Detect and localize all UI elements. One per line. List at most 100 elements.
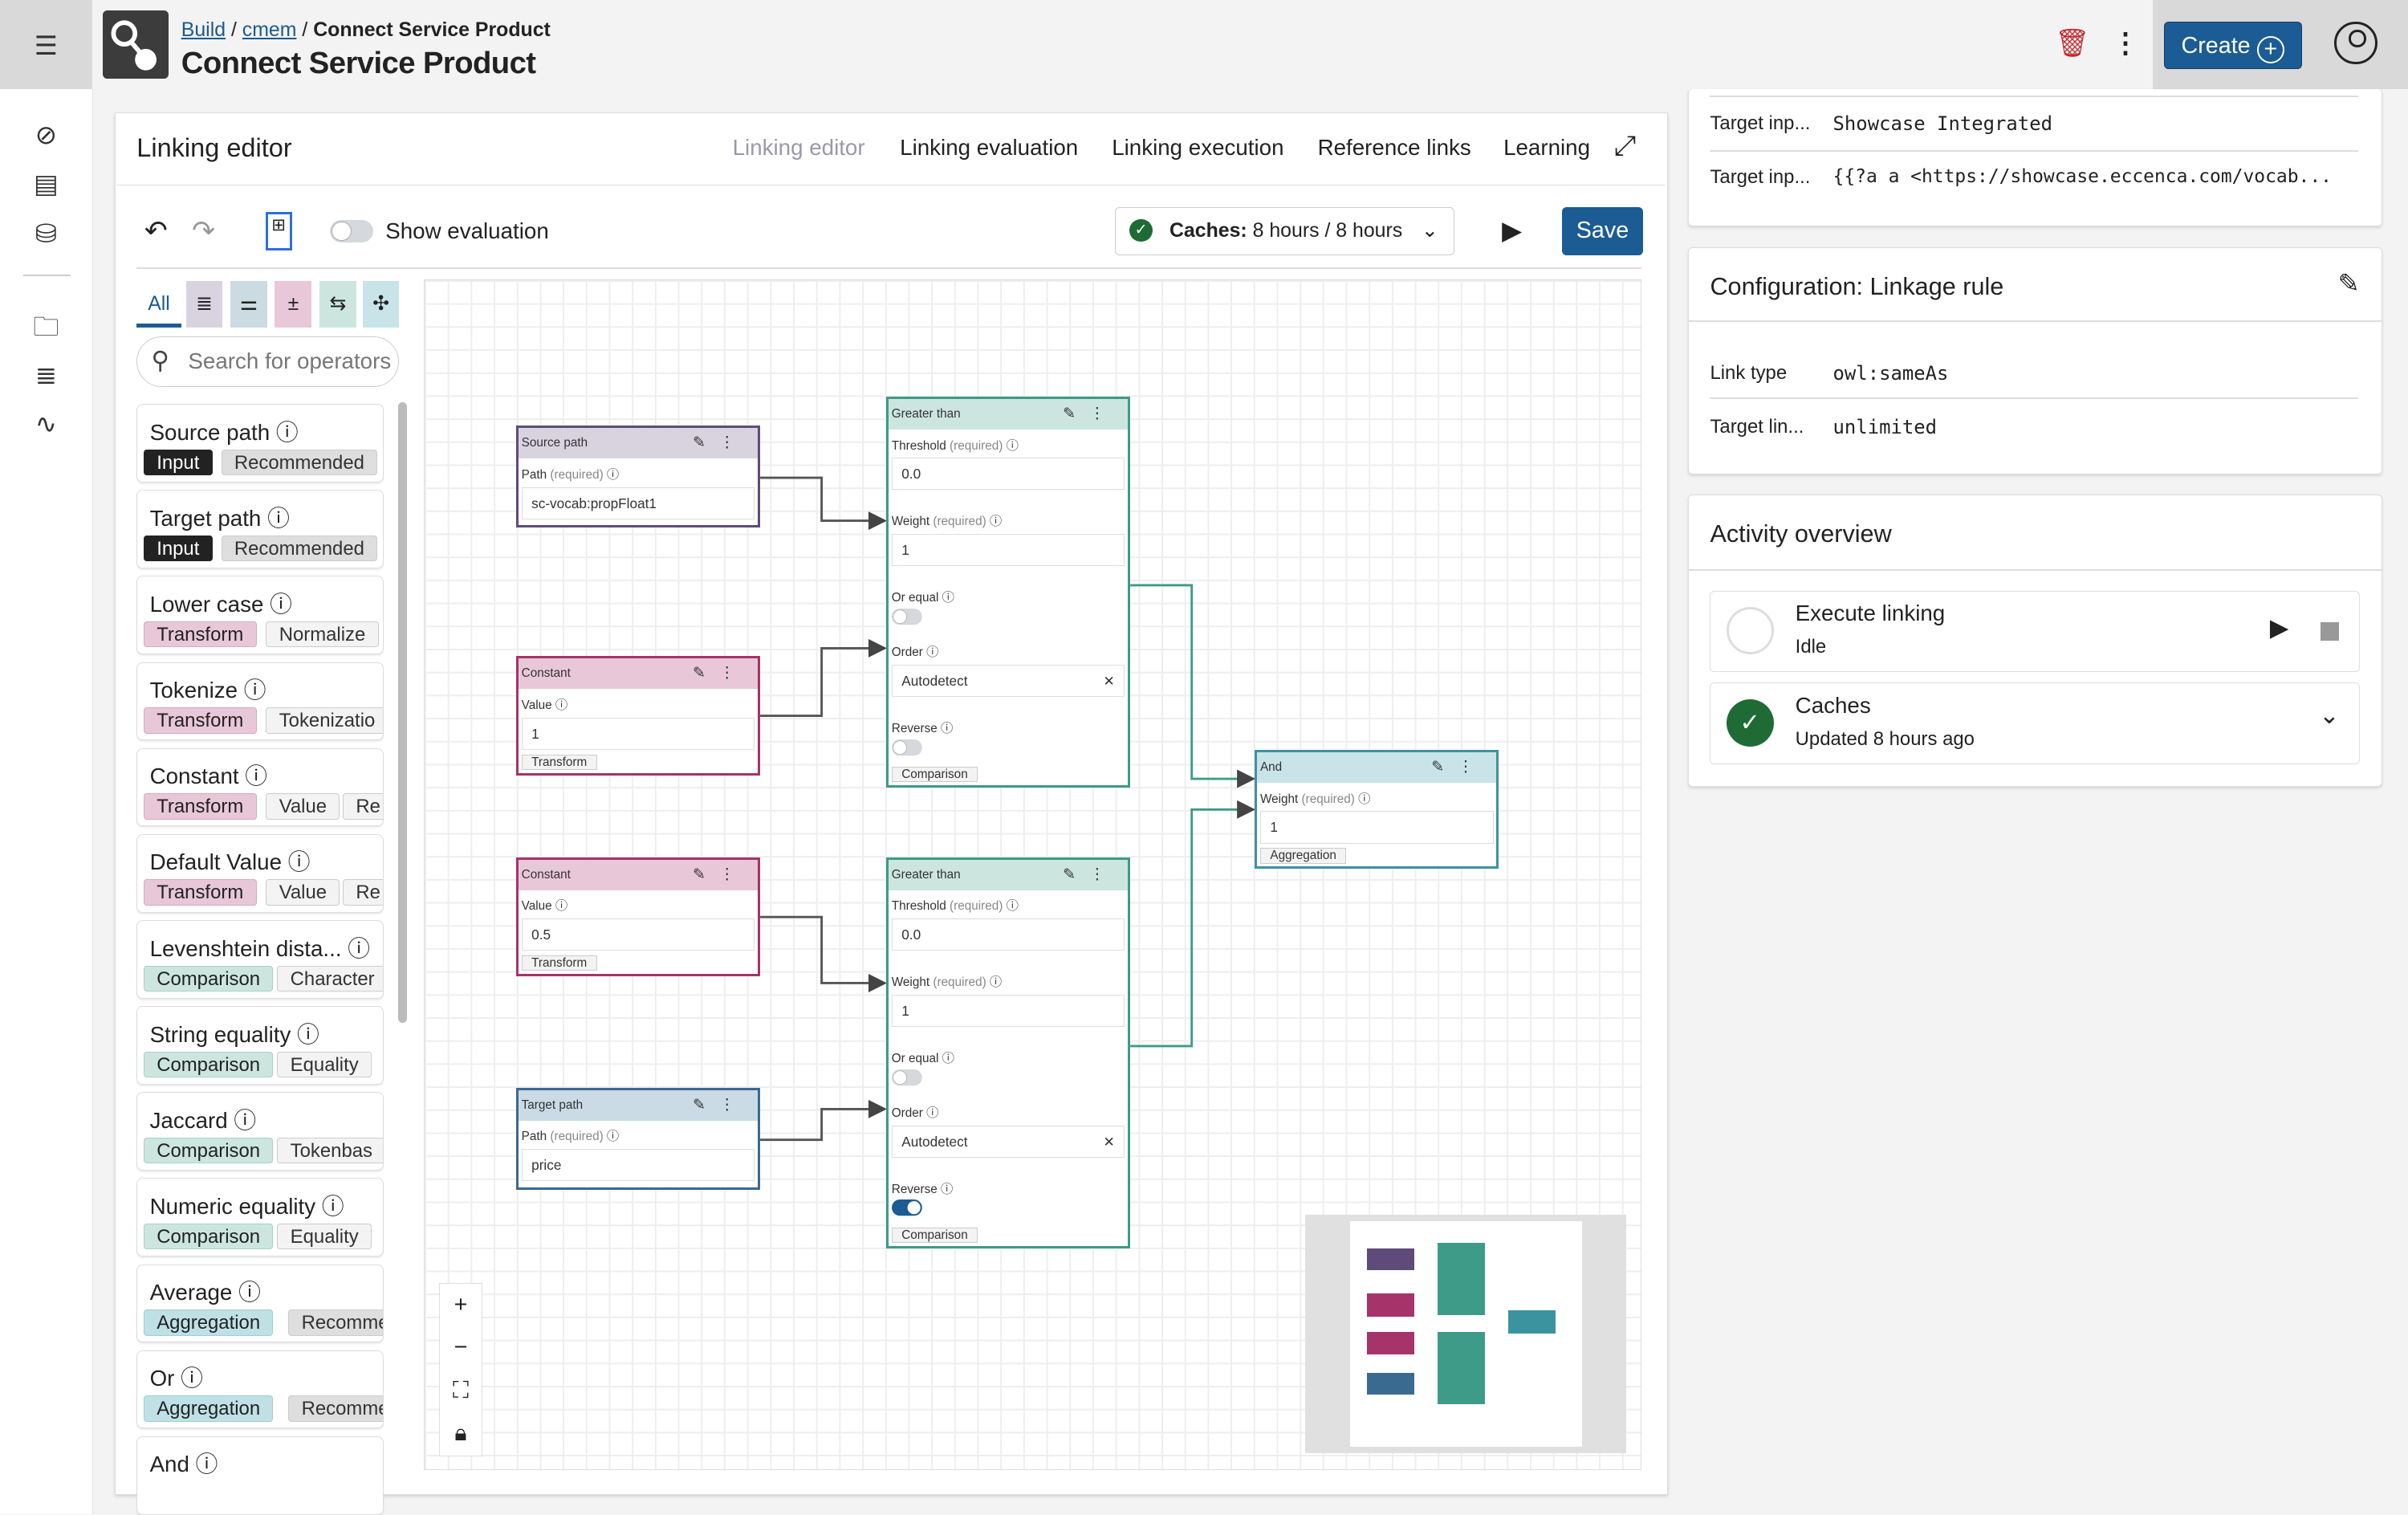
caches-dropdown[interactable]: ✓Caches: 8 hours / 8 hours⌄ — [1115, 207, 1454, 255]
node-constant-1[interactable]: Constant✎⋮ Value ⓘ 1 Transform — [515, 655, 761, 776]
node-edit-menu-icon[interactable]: ✎⋮ — [1063, 865, 1119, 883]
node-edit-menu-icon[interactable]: ✎⋮ — [692, 434, 749, 451]
undo-icon[interactable]: ↶ — [144, 215, 168, 246]
info-icon[interactable]: ⓘ — [275, 419, 299, 445]
path-input[interactable]: price — [521, 1149, 755, 1182]
trash-icon[interactable]: 🗑 — [2054, 28, 2090, 59]
folder-icon[interactable]: 🗀 — [33, 312, 59, 342]
info-icon[interactable]: ⓘ — [234, 1107, 257, 1133]
info-icon[interactable]: ⓘ — [270, 591, 292, 617]
vocabulary-icon[interactable]: ≣ — [35, 360, 57, 389]
hamburger-menu-icon[interactable]: ☰ — [34, 31, 58, 61]
reverse-toggle[interactable] — [891, 739, 922, 755]
more-menu-icon[interactable]: ⋮ — [2111, 28, 2140, 59]
info-icon[interactable]: ⓘ — [195, 1452, 218, 1477]
info-icon[interactable]: ⓘ — [243, 678, 266, 703]
lock-icon[interactable]: 🔒︎ — [454, 1420, 467, 1447]
weight-input[interactable]: 1 — [891, 534, 1125, 567]
or-equal-toggle[interactable] — [891, 608, 922, 625]
node-target-path[interactable]: Target path✎⋮ Path (required) ⓘ price — [515, 1087, 761, 1191]
breadcrumb-cmem[interactable]: cmem — [242, 18, 297, 41]
filter-input-icon[interactable]: ≣ — [185, 281, 223, 328]
operator-item[interactable]: And ⓘ — [136, 1436, 384, 1515]
zoom-in-icon[interactable]: + — [454, 1291, 468, 1317]
info-icon[interactable]: ⓘ — [287, 849, 311, 875]
info-icon[interactable]: ⓘ — [238, 1280, 261, 1305]
stop-icon[interactable] — [2321, 621, 2339, 641]
node-and[interactable]: And✎⋮ Weight (required) ⓘ 1 Aggregation — [1255, 749, 1499, 869]
compass-icon[interactable]: ⊘ — [35, 120, 57, 150]
info-icon[interactable]: ⓘ — [297, 1021, 319, 1047]
play-icon[interactable]: ▶ — [2269, 614, 2289, 642]
breadcrumb-build[interactable]: Build — [181, 18, 226, 41]
node-edit-menu-icon[interactable]: ✎⋮ — [1431, 758, 1487, 776]
node-edit-menu-icon[interactable]: ✎⋮ — [1063, 405, 1119, 422]
or-equal-toggle[interactable] — [891, 1069, 922, 1085]
filter-transform-icon[interactable]: ⚌ — [230, 281, 267, 328]
fit-view-icon[interactable]: ⛶ — [452, 1377, 470, 1403]
node-source-path[interactable]: Source path✎⋮ Path (required) ⓘ sc-vocab… — [515, 425, 761, 528]
tab-linking-execution[interactable]: Linking execution — [1112, 135, 1284, 161]
weight-input[interactable]: 1 — [1259, 811, 1494, 844]
tab-reference-links[interactable]: Reference links — [1317, 135, 1471, 161]
value-input[interactable]: 0.5 — [521, 918, 755, 951]
filter-all[interactable]: All — [136, 281, 181, 328]
node-constant-2[interactable]: Constant✎⋮ Value ⓘ 0.5 Transform — [515, 857, 761, 977]
weight-input[interactable]: 1 — [891, 994, 1125, 1028]
reverse-toggle[interactable] — [891, 1199, 922, 1216]
minimap[interactable] — [1305, 1215, 1627, 1453]
node-edit-menu-icon[interactable]: ✎⋮ — [692, 865, 749, 883]
dataset-icon[interactable]: ⛁ — [35, 218, 57, 248]
filter-math-icon[interactable]: ± — [275, 281, 312, 328]
tab-learning[interactable]: Learning — [1503, 135, 1591, 161]
maximize-icon[interactable]: ⤢ — [1613, 130, 1637, 161]
value-input[interactable]: 1 — [521, 717, 755, 750]
edit-icon[interactable]: ✎ — [2337, 268, 2360, 298]
threshold-input[interactable]: 0.0 — [891, 458, 1125, 491]
node-edit-menu-icon[interactable]: ✎⋮ — [692, 1096, 749, 1114]
order-select[interactable]: Autodetect✕ — [891, 664, 1125, 697]
order-select[interactable]: Autodetect✕ — [891, 1125, 1125, 1158]
info-icon[interactable]: ⓘ — [245, 764, 268, 789]
info-icon[interactable]: ⓘ — [267, 505, 290, 531]
save-button[interactable]: Save — [1561, 207, 1644, 255]
operator-search-input[interactable]: ⚲Search for operators — [136, 336, 400, 388]
activity-icon[interactable]: ∿ — [35, 409, 57, 438]
create-button[interactable]: Create + — [2163, 21, 2302, 70]
filter-aggregation-icon[interactable]: ✣ — [362, 281, 400, 328]
show-evaluation-toggle[interactable] — [330, 219, 373, 243]
user-avatar-icon[interactable] — [2334, 21, 2377, 65]
node-greater-than-1[interactable]: Greater than✎⋮ Threshold (required) ⓘ 0.… — [885, 396, 1131, 788]
zoom-out-icon[interactable]: − — [454, 1334, 468, 1361]
play-icon[interactable]: ▶ — [1502, 215, 1523, 245]
auto-layout-icon[interactable]: ⊞ — [265, 212, 292, 250]
path-input[interactable]: sc-vocab:propFloat1 — [521, 487, 755, 519]
chevron-down-icon[interactable]: ⌄ — [2319, 702, 2340, 730]
tab-linking-editor[interactable]: Linking editor — [732, 135, 865, 161]
operator-list-scrollbar[interactable] — [397, 402, 407, 1024]
tab-linking-evaluation[interactable]: Linking evaluation — [900, 135, 1079, 161]
threshold-input[interactable]: 0.0 — [891, 918, 1125, 951]
filter-comparison-icon[interactable]: ⇆ — [319, 281, 356, 328]
info-icon[interactable]: ⓘ — [348, 935, 370, 961]
node-edit-menu-icon[interactable]: ✎⋮ — [692, 664, 749, 682]
info-icon[interactable]: ⓘ — [321, 1193, 344, 1219]
clear-icon[interactable]: ✕ — [1103, 672, 1115, 689]
node-greater-than-2[interactable]: Greater than✎⋮ Threshold (required) ⓘ 0.… — [885, 857, 1131, 1248]
list-icon[interactable]: ▤ — [34, 169, 59, 199]
redo-icon[interactable]: ↷ — [192, 215, 215, 246]
clear-icon[interactable]: ✕ — [1103, 1133, 1115, 1150]
info-icon[interactable]: ⓘ — [181, 1366, 203, 1391]
